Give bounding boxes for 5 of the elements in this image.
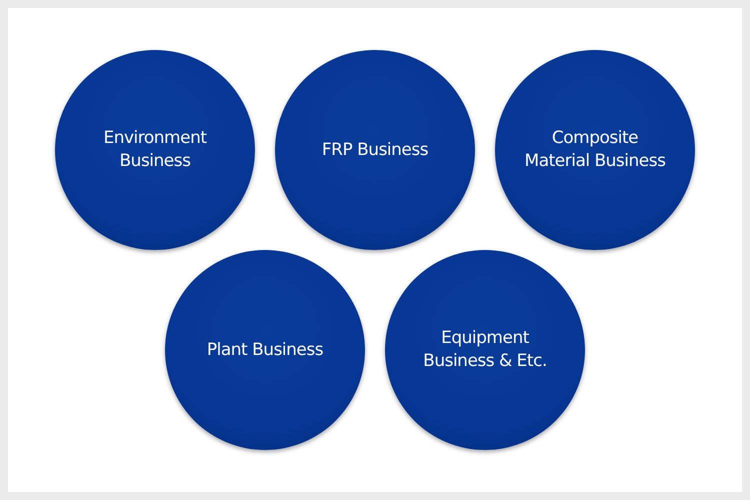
node-label: Plant Business — [206, 338, 324, 362]
node-label: Composite Material Business — [524, 127, 666, 173]
node-label: Environment Business — [102, 127, 208, 173]
node-label: Equipment Business & Etc. — [422, 327, 548, 373]
node-label: FRP Business — [322, 138, 428, 162]
